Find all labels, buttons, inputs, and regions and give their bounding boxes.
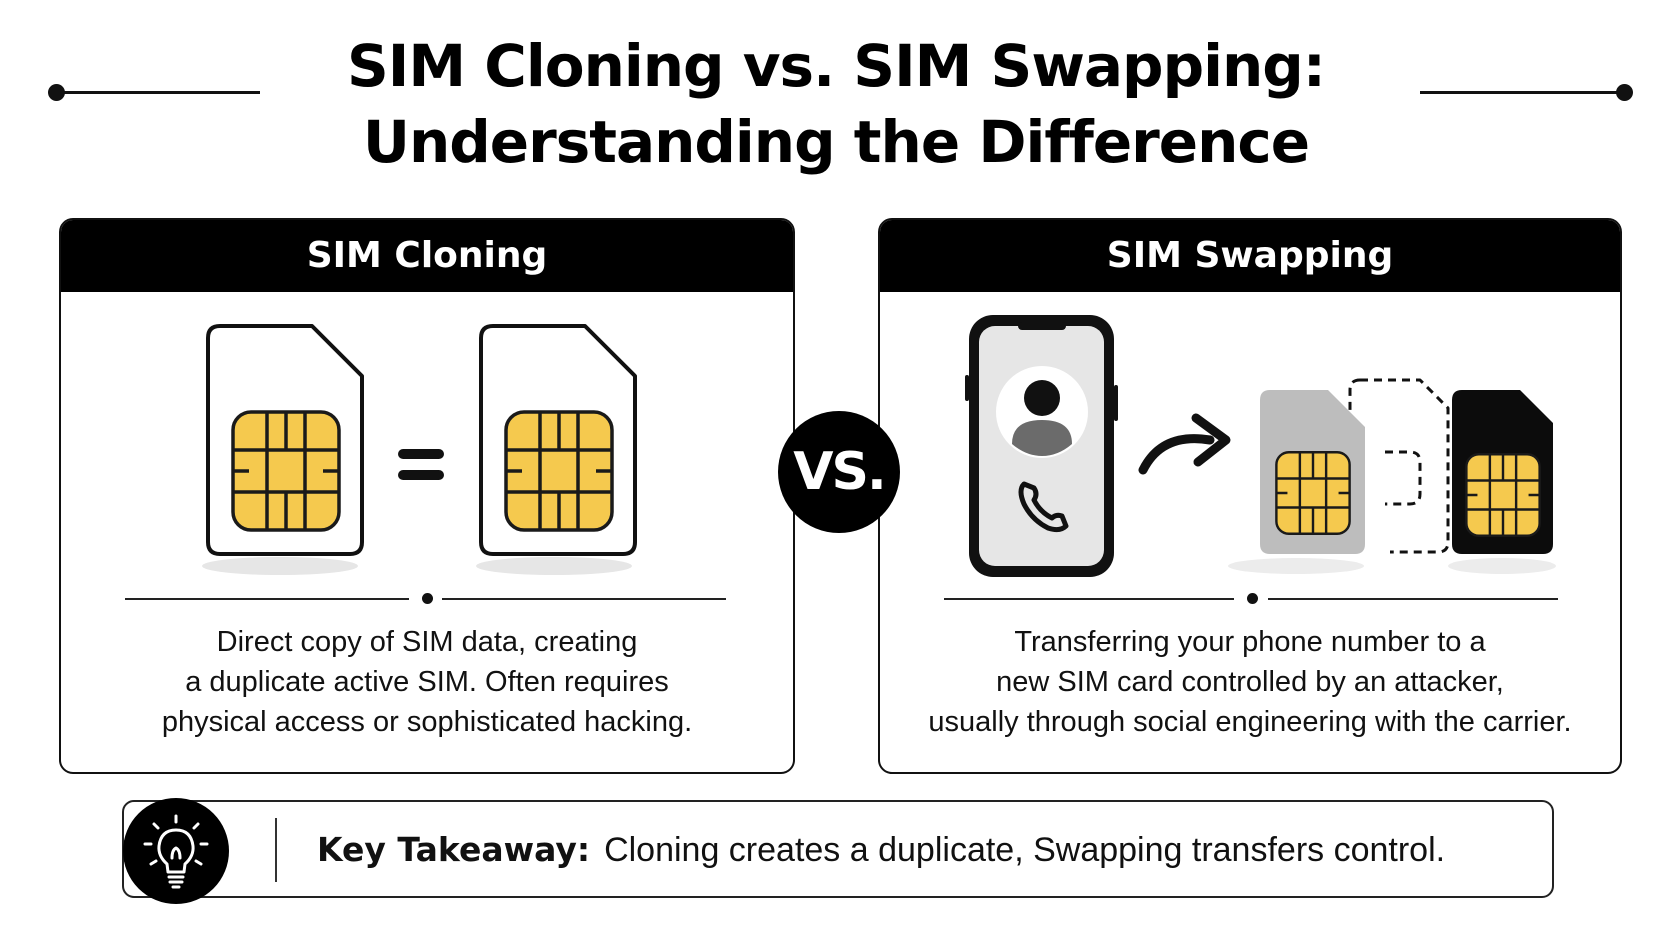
- sim-card-icon-original: [202, 324, 364, 575]
- sim-card-icon-victim: [1228, 390, 1365, 574]
- user-avatar-icon: [996, 366, 1088, 458]
- sim-swapping-description: Transferring your phone number to a new …: [880, 622, 1620, 742]
- key-takeaway-box: [122, 800, 1554, 898]
- title-line-1: SIM Cloning vs. SIM Swapping:: [347, 32, 1326, 100]
- title-deco-dot-left: [48, 84, 65, 101]
- sim-cloning-divider-dot: [422, 593, 433, 604]
- sim-cloning-desc-line-1: Direct copy of SIM data, creating: [216, 626, 638, 658]
- phone-call-icon: [1018, 481, 1069, 533]
- takeaway-message: Cloning creates a duplicate, Swapping tr…: [604, 831, 1446, 869]
- page-title: SIM Cloning vs. SIM Swapping: Understand…: [0, 28, 1672, 180]
- sim-cloning-description: Direct copy of SIM data, creating a dupl…: [61, 622, 793, 742]
- sim-card-icon-clone: [476, 324, 637, 575]
- sim-chip-icon-attacker: [1465, 453, 1541, 537]
- sim-swapping-desc-line-2: new SIM card controlled by an attacker,: [996, 666, 1504, 698]
- sim-swapping-divider-dot: [1247, 593, 1258, 604]
- lightbulb-icon: [143, 814, 209, 889]
- lightbulb-icon-badge: [123, 798, 229, 904]
- title-deco-line-right: [1420, 91, 1624, 94]
- curved-arrow-icon: [1138, 413, 1231, 475]
- sim-chip-icon-clone: [504, 410, 614, 532]
- equals-icon: [398, 449, 444, 480]
- sim-chip-icon-victim: [1275, 451, 1351, 535]
- sim-cloning-desc-line-3: physical access or sophisticated hacking…: [161, 706, 693, 738]
- sim-cloning-panel: SIM Cloning Direct copy of SIM data, cre…: [59, 218, 795, 774]
- vs-badge: VS.: [778, 411, 900, 533]
- title-line-2: Understanding the Difference: [362, 108, 1310, 176]
- sim-cloning-desc-line-2: a duplicate active SIM. Often requires: [185, 666, 669, 698]
- sim-card-icon-attacker: [1448, 390, 1556, 574]
- sim-swapping-desc-line-1: Transferring your phone number to a: [1014, 626, 1486, 658]
- takeaway-text: Key Takeaway: Cloning creates a duplicate…: [317, 822, 1445, 878]
- sim-chip-icon-original: [231, 410, 341, 532]
- sim-cloning-header: SIM Cloning: [61, 220, 793, 292]
- sim-swapping-header: SIM Swapping: [880, 220, 1620, 292]
- title-deco-dot-right: [1616, 84, 1633, 101]
- sim-swapping-divider-left: [944, 598, 1234, 600]
- takeaway-label: Key Takeaway:: [317, 830, 591, 869]
- sim-card-icon-dashed: [1348, 378, 1450, 554]
- smartphone-icon: [965, 315, 1118, 577]
- takeaway-separator: [275, 818, 277, 882]
- sim-cloning-divider-right: [442, 598, 726, 600]
- title-deco-line-left: [58, 91, 260, 94]
- sim-swapping-divider-right: [1268, 598, 1558, 600]
- sim-swapping-desc-line-3: usually through social engineering with …: [928, 706, 1572, 738]
- sim-cloning-divider-left: [125, 598, 409, 600]
